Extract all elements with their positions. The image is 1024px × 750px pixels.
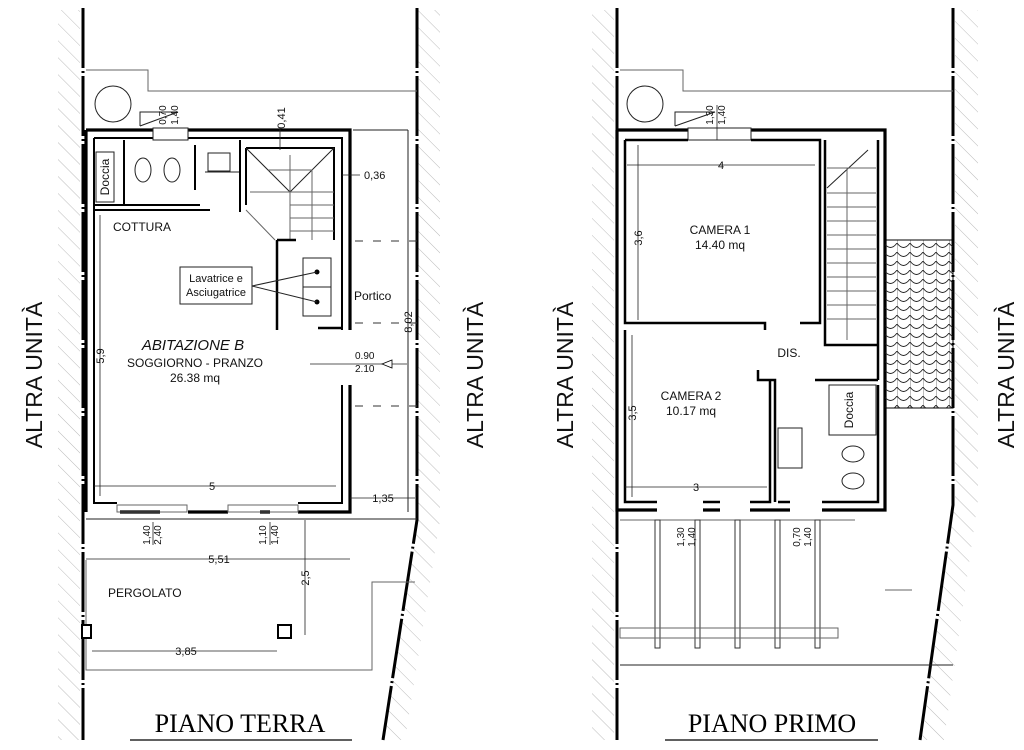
dim-label: 1,40 [687,527,698,547]
dim-label: 0.90 [355,351,375,362]
ground-floor-title: PIANO TERRA [155,709,326,738]
bidet-icon [163,157,181,183]
dim-label: 1,30 [676,527,687,547]
laundry-label: Lavatrice e [189,273,243,285]
dim-label: 2,5 [300,570,312,585]
side-label: ALTRA UNITÀ [462,301,488,448]
dim-label: 1,30 [705,105,716,125]
porch-label: Portico [354,289,392,303]
dim-label: 8,02 [403,311,415,332]
laundry-label: Asciugatrice [186,287,246,299]
room-name: SOGGIORNO - PRANZO [127,356,263,370]
side-label: ALTRA UNITÀ [21,301,47,448]
room-name: CAMERA 1 [690,223,751,237]
dim-label: 1,40 [717,105,728,125]
dim-label: 0,70 [792,527,803,547]
side-label: ALTRA UNITÀ [552,301,578,448]
unit-name: ABITAZIONE B [141,337,244,354]
roof-tiles [884,239,954,409]
boundary-hatching [58,10,978,740]
dim-label: 0,36 [364,170,385,182]
dim-label: 1,40 [270,525,281,545]
first-floor-title: PIANO PRIMO [688,709,856,738]
dim-label: 2,40 [153,525,164,545]
dim-label: 1,40 [170,105,181,125]
dim-label: 0,41 [276,107,288,128]
dim-label: 3,5 [627,405,639,420]
room-area: 10.17 mq [666,404,716,418]
toilet-icon [134,157,152,183]
tree-icon [626,85,664,123]
shower-label: Doccia [842,391,856,428]
side-label: ALTRA UNITÀ [993,301,1019,448]
room-area: 14.40 mq [695,238,745,252]
first-floor-plan [615,69,954,666]
toilet-icon [841,472,865,490]
dim-label: 0,70 [158,105,169,125]
dim-label: 1,35 [372,493,393,505]
tree-icon [94,85,132,123]
dim-label: 5 [209,481,215,493]
ground-floor-plan [81,69,417,671]
dim-label: 4 [718,160,724,172]
bidet-icon [841,445,865,463]
dim-label: 1,40 [803,527,814,547]
sink-icon [207,152,231,172]
dim-label: 3 [693,482,699,494]
dim-label: 3,6 [633,230,645,245]
room-name: CAMERA 2 [661,389,722,403]
sink-icon [777,427,803,469]
dim-label: 5,51 [208,554,229,566]
dim-label: 3,85 [175,646,196,658]
dim-label: 2.10 [355,364,375,375]
shower-label: Doccia [98,158,112,195]
dim-label: 5,9 [95,348,107,363]
room-area: 26.38 mq [170,371,220,385]
hall-label: DIS. [777,346,800,360]
dim-label: 1,40 [142,525,153,545]
pergola-label: PERGOLATO [108,586,182,600]
dim-label: 1,10 [258,525,269,545]
kitchen-label: COTTURA [113,220,171,234]
